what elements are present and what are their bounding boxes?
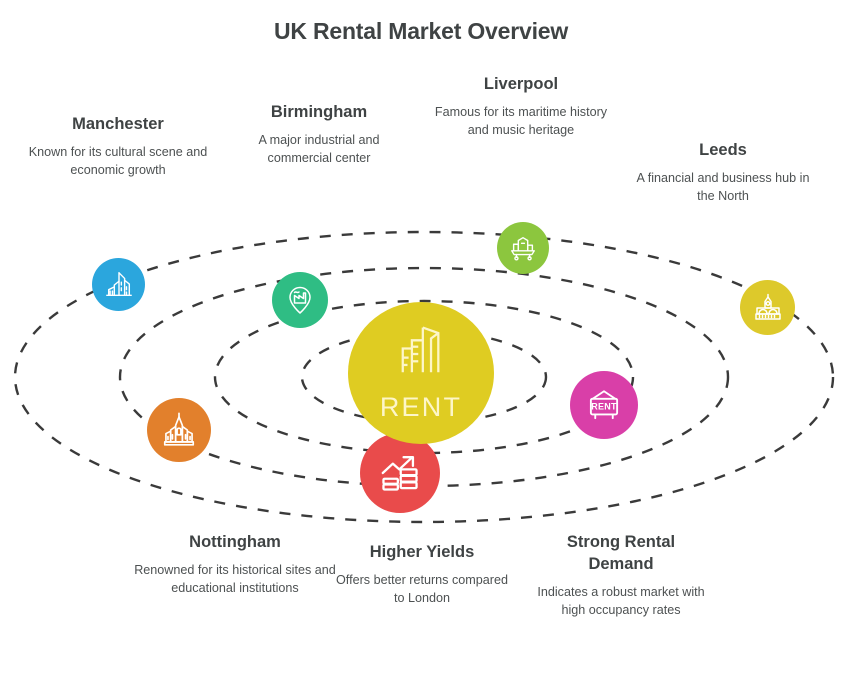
node-manchester[interactable]: [92, 258, 145, 311]
node-birmingham[interactable]: [272, 272, 328, 328]
growth-coins-icon: [377, 450, 423, 496]
label-strong-rental-demand-title: Strong Rental Demand: [566, 533, 676, 573]
label-liverpool: Liverpool Famous for its maritime histor…: [428, 74, 614, 140]
label-strong-rental-demand: Strong Rental Demand Indicates a robust …: [533, 532, 709, 620]
label-leeds-title: Leeds: [699, 141, 747, 159]
label-nottingham-title: Nottingham: [189, 533, 281, 551]
label-leeds-desc: A financial and business hub in the Nort…: [636, 170, 810, 204]
node-higher-yields[interactable]: [360, 433, 440, 513]
label-nottingham: Nottingham Renowned for its historical s…: [124, 532, 346, 598]
harbour-icon: [508, 233, 538, 263]
label-strong-rental-demand-desc: Indicates a robust market with high occu…: [537, 584, 705, 618]
label-liverpool-title: Liverpool: [483, 75, 559, 93]
label-liverpool-desc: Famous for its maritime history and musi…: [434, 104, 608, 138]
town-hall-icon: [752, 292, 784, 324]
label-higher-yields-desc: Offers better returns compared to London: [336, 572, 508, 606]
factory-pin-icon: [284, 284, 316, 316]
node-center-rent[interactable]: RENT: [348, 302, 494, 444]
label-birmingham-title: Birmingham: [270, 103, 368, 121]
label-birmingham-desc: A major industrial and commercial center: [258, 132, 380, 166]
label-leeds: Leeds A financial and business hub in th…: [628, 140, 818, 206]
node-nottingham[interactable]: [147, 398, 211, 462]
rent-sign-icon: RENT: [584, 385, 624, 425]
label-higher-yields-title: Higher Yields: [369, 543, 475, 561]
center-label: RENT: [379, 392, 463, 422]
label-manchester: Manchester Known for its cultural scene …: [18, 114, 218, 180]
cityscape-icon: [104, 270, 134, 300]
building-rent-icon: [390, 323, 452, 390]
label-manchester-title: Manchester: [72, 115, 164, 133]
label-higher-yields: Higher Yields Offers better returns comp…: [330, 542, 514, 608]
label-birmingham: Birmingham A major industrial and commer…: [228, 102, 410, 168]
node-leeds[interactable]: [740, 280, 795, 335]
node-liverpool[interactable]: [497, 222, 549, 274]
node-strong-rental-demand[interactable]: RENT: [570, 371, 638, 439]
label-nottingham-desc: Renowned for its historical sites and ed…: [134, 562, 336, 596]
label-manchester-desc: Known for its cultural scene and economi…: [28, 144, 208, 178]
page-title: UK Rental Market Overview: [273, 18, 569, 44]
svg-text:RENT: RENT: [591, 402, 617, 412]
cathedral-icon: [160, 411, 198, 449]
